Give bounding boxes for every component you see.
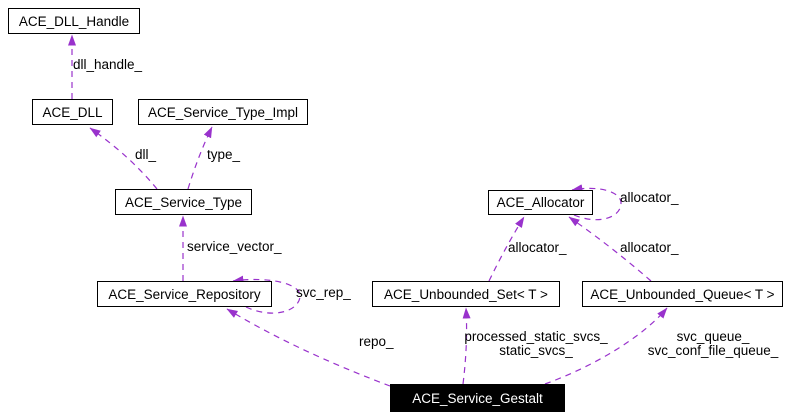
edge-label-type: type_: [207, 147, 241, 162]
node-ace-allocator[interactable]: ACE_Allocator: [488, 190, 593, 215]
edge-label-dll: dll_: [135, 147, 157, 162]
edge-label-line: static_svcs_: [499, 342, 573, 358]
edge-service-type-to-dll: [89, 127, 158, 190]
node-ace-dll[interactable]: ACE_DLL: [32, 99, 113, 125]
node-ace-service-repository[interactable]: ACE_Service_Repository: [97, 281, 272, 307]
edge-set-to-allocator: [488, 216, 525, 282]
node-ace-service-type-impl[interactable]: ACE_Service_Type_Impl: [138, 99, 308, 125]
node-ace-dll-handle[interactable]: ACE_DLL_Handle: [8, 8, 140, 34]
edge-label-static-svcs: processed_static_svcs_ static_svcs_: [451, 330, 621, 357]
edge-gestalt-to-repository: [226, 308, 391, 387]
edge-label-service-vector: service_vector_: [187, 239, 282, 254]
edge-label-allocator-self: allocator_: [620, 190, 679, 205]
edge-label-line: svc_queue_: [676, 329, 750, 344]
edge-label-dll-handle: dll_handle_: [73, 57, 143, 72]
edge-label-line: svc_conf_file_queue_: [647, 342, 779, 358]
node-ace-unbounded-queue[interactable]: ACE_Unbounded_Queue< T >: [582, 281, 783, 307]
edge-label-allocator-queue: allocator_: [620, 240, 679, 255]
edge-repository-self-loop: [232, 275, 301, 314]
node-ace-unbounded-set[interactable]: ACE_Unbounded_Set< T >: [372, 281, 560, 307]
edge-label-line: processed_static_svcs_: [464, 329, 608, 344]
edge-label-allocator-set: allocator_: [508, 240, 567, 255]
edge-label-svc-queue: svc_queue_ svc_conf_file_queue_: [628, 330, 796, 357]
node-ace-service-type[interactable]: ACE_Service_Type: [115, 189, 252, 215]
edge-service-type-to-type-impl: [187, 126, 213, 190]
edge-label-svc-rep: svc_rep_: [296, 285, 351, 300]
edge-label-repo: repo_: [359, 334, 394, 349]
edge-allocator-self-loop: [571, 184, 622, 221]
edge-queue-to-allocator: [568, 216, 652, 282]
edge-gestalt-to-set: [462, 307, 471, 385]
node-ace-service-gestalt: ACE_Service_Gestalt: [390, 384, 565, 412]
